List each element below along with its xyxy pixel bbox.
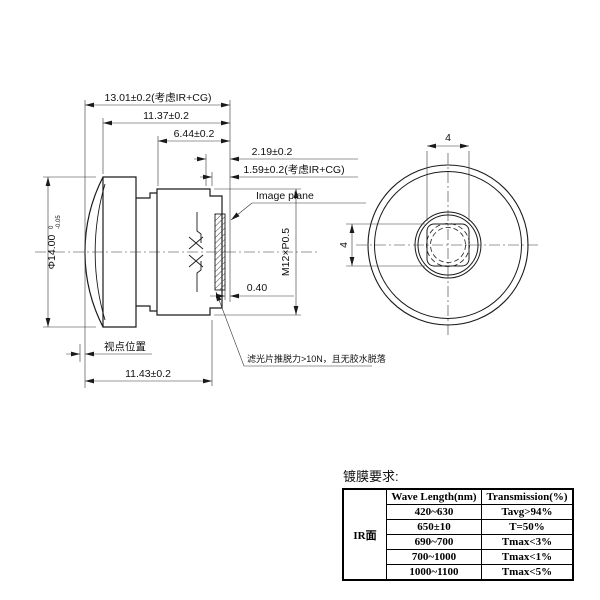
side-view-arrowheads [45,102,299,384]
coating-table-row: 420~630 Tavg>94% [343,504,574,520]
coating-row-header: IR面 [342,488,387,581]
transmission-cell: Tavg>94% [480,504,574,520]
coating-table-header-row: IR面 Wave Length(nm) Transmission(%) [342,488,574,581]
transmission-cell: Tmax<5% [480,564,574,581]
wave-range-cell: 690~700 [385,534,482,550]
inner-element-section-marks [188,236,204,268]
front-view-centerlines [356,153,540,337]
coating-requirements-section: 镀膜要求: IR面 Wave Length(nm) Transmission(%… [342,466,574,581]
coating-col-wave-header: Wave Length(nm) [385,488,482,505]
barrel-neck-bottom [136,305,157,312]
coating-table-row: 690~700 Tmax<3% [343,534,574,550]
transmission-cell: Tmax<3% [480,534,574,550]
dim-11-37-label: 11.37±0.2 [143,110,189,122]
dim-1-59-label: 1.59±0.2(考虑IR+CG) [243,164,344,176]
front-view-dimension-lines [346,145,470,267]
inner-bore-lower [196,261,202,292]
dim-thread-label: M12×P0.5 [280,228,292,276]
front-dim-width-label: 4 [445,132,451,144]
coating-table-title: 镀膜要求: [343,469,399,484]
image-plane-label: Image plane [256,190,314,202]
dim-diameter-tol-upper: 0 [49,225,55,229]
wave-range-cell: 420~630 [385,504,482,520]
inner-bore-upper [196,212,202,243]
dim-0-40-label: 0.40 [247,282,268,294]
front-barrel-outline [102,176,137,328]
dim-6-44-label: 6.44±0.2 [174,128,215,140]
coating-table-row: 700~1000 Tmax<1% [343,549,574,565]
dim-11-43-label: 11.43±0.2 [125,368,171,380]
coating-table-row: 1000~1100 Tmax<5% [343,564,574,581]
transmission-cell: T=50% [480,519,574,535]
front-view-arrowheads [349,143,469,266]
front-second-circle [374,171,522,319]
coating-table: IR面 Wave Length(nm) Transmission(%) 420~… [342,488,574,581]
viewpoint-position-label: 视点位置 [104,340,146,353]
dim-total-length-label: 13.01±0.2(考虑IR+CG) [104,92,211,104]
dim-2-19-label: 2.19±0.2 [252,146,293,158]
side-view-dimension-lines [43,100,372,388]
wave-range-cell: 650±10 [385,519,482,535]
transmission-cell: Tmax<1% [480,549,574,565]
wave-range-cell: 700~1000 [385,549,482,565]
wave-range-cell: 1000~1100 [385,564,482,581]
dim-diameter-tol-lower: -0.05 [56,215,62,229]
coating-col-trans-header: Transmission(%) [480,488,574,505]
barrel-neck-top [136,192,157,199]
front-dim-height-label: 4 [338,242,350,248]
filter-note-label: 滤光片推脱力>10N，且无胶水脱落 [247,353,386,364]
dim-diameter-label: Φ14.00 [46,235,58,270]
